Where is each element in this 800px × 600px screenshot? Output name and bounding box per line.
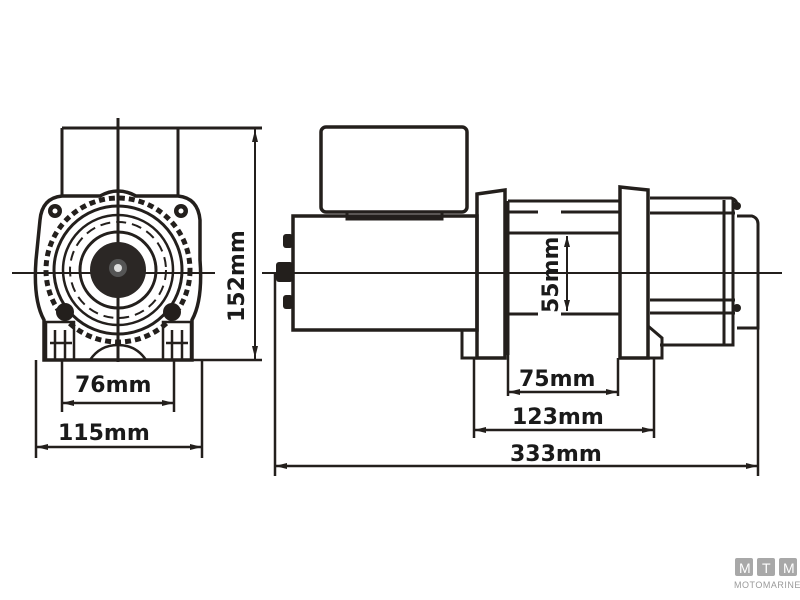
dim-height-label: 152mm	[225, 230, 250, 322]
dim-drum-diameter-label: 55mm	[539, 237, 564, 313]
front-view: 76mm 115mm 152mm	[12, 118, 275, 458]
dim-inner-width-label: 76mm	[75, 373, 151, 398]
side-view: 55mm	[262, 125, 782, 476]
logo-letter-1: M	[739, 560, 751, 576]
dim-frame-width-label: 123mm	[512, 405, 604, 430]
dim-total-length-label: 333mm	[510, 442, 602, 467]
logo-letter-2: T	[762, 560, 771, 576]
dim-outer-width-label: 115mm	[58, 421, 150, 446]
logo-brand-text: MOTOMARINE	[734, 580, 800, 590]
logo-letter-3: M	[783, 560, 795, 576]
dim-drum-length-label: 75mm	[519, 367, 595, 392]
motomarine-logo: M T M MOTOMARINE	[734, 558, 800, 590]
